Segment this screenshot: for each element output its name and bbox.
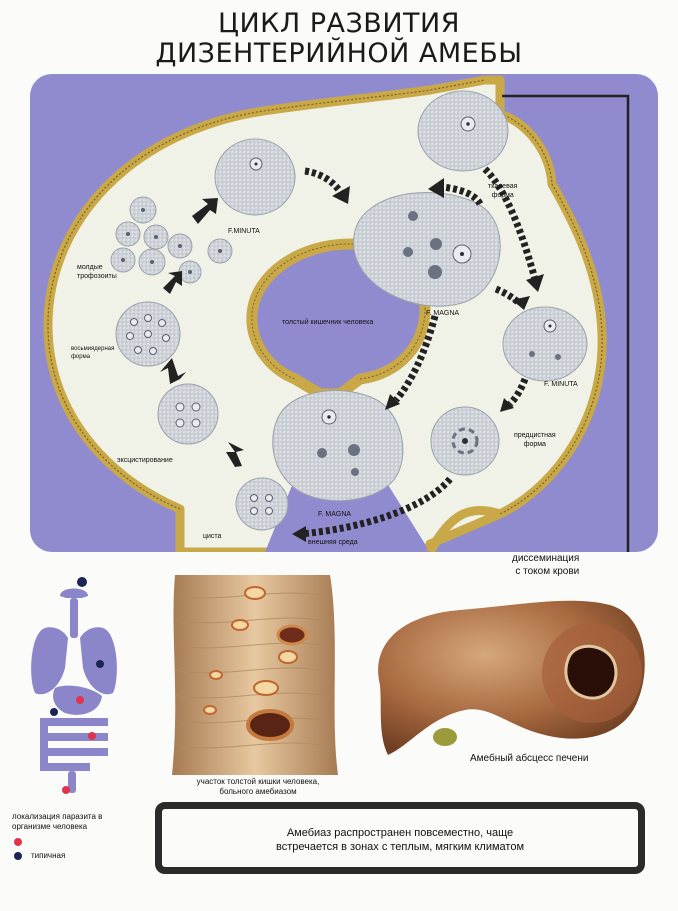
cell-f-minuta-right <box>502 306 588 382</box>
dissemination-arrow-line <box>502 94 630 552</box>
cell-f-magna-bottom <box>272 390 404 502</box>
label-cyst: циста <box>203 533 222 540</box>
label-f-minuta-top: F.MINUTA <box>228 228 260 235</box>
dissemination-caption: диссеминация с током крови <box>512 553 580 577</box>
large-intestine-inner-edge <box>251 243 426 380</box>
body-map-markers <box>50 577 104 794</box>
arrow-eight-to-trophozoites <box>163 271 182 294</box>
dashed-arrow-heads <box>292 178 544 542</box>
life-cycle-diagram <box>30 74 658 552</box>
legend-typical-dot <box>14 852 22 860</box>
intestine-caption: участок толстой кишки человека, больного… <box>196 777 320 796</box>
intestine-ulcers <box>203 586 308 741</box>
label-f-magna-bottom: F. MAGNA <box>318 511 352 518</box>
label-external-env: внешняя среда <box>308 539 358 546</box>
info-box: Амебиаз распространен повсеместно, чаще … <box>155 802 645 874</box>
label-excystation: эксцистирование <box>117 457 173 464</box>
label-precyst-form: предцистная форма <box>514 432 556 448</box>
label-large-intestine: толстый кишечник человека <box>282 319 374 326</box>
cell-tissue-form <box>417 90 509 172</box>
title-line-1: ЦИКЛ РАЗВИТИЯ <box>218 8 460 39</box>
legend-atypical-dot <box>14 838 22 846</box>
arrow-trophozoites-to-minuta <box>192 198 218 224</box>
label-f-minuta-right: F. MINUTA <box>544 381 578 388</box>
cell-cyst <box>235 477 289 531</box>
young-trophozoites-group <box>110 196 233 284</box>
intestine-outer-wall-edge <box>47 79 486 510</box>
dashed-arrows <box>299 166 539 538</box>
label-tissue-form: тканевая форма <box>488 183 518 199</box>
dashed-precyst-to-cyst <box>299 476 453 538</box>
liver-abscess-illustration <box>378 600 645 755</box>
cell-f-minuta-top <box>214 138 296 216</box>
liver-caption: Амебный абсцесс печени <box>470 753 589 764</box>
cell-excystation <box>157 383 219 445</box>
cycle-arrows <box>160 198 244 467</box>
wall-right-bottom <box>426 505 502 552</box>
legend-typical-label: типичная <box>31 851 66 860</box>
label-eight-nucleus-form: восьмиядерная форма <box>71 346 115 360</box>
label-young-trophozoites: молдые трофозоиты <box>77 264 117 280</box>
cell-precyst-form <box>430 406 500 476</box>
arrow-excystation-to-eight <box>160 358 186 384</box>
intestine-right-wall <box>499 113 603 515</box>
title-line-2: ДИЗЕНТЕРИЙНОЙ АМЕБЫ <box>155 38 523 69</box>
cell-eight-nucleus-form <box>115 301 181 367</box>
arrow-cyst-to-excystation <box>226 442 244 467</box>
intestine-section-illustration <box>172 575 338 775</box>
dashed-magna-to-bottom <box>393 315 439 403</box>
legend-markers <box>14 838 22 860</box>
dashed-magna-to-tissue <box>441 183 484 206</box>
info-box-text: Амебиаз распространен повсеместно, чаще … <box>275 827 525 853</box>
body-localization-map <box>31 577 117 794</box>
dashed-minuta-to-precyst <box>507 377 529 407</box>
cell-f-magna-center <box>353 192 501 307</box>
label-f-magna-center: F. MAGNA <box>426 310 460 317</box>
localization-caption: локализация паразита в организме человек… <box>12 812 103 831</box>
